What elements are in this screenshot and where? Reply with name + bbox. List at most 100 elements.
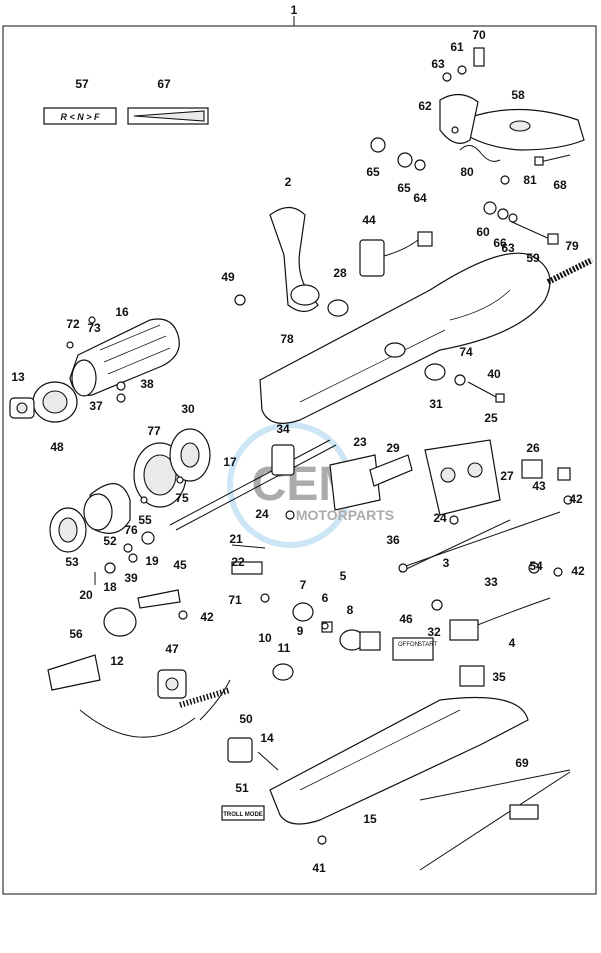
callout-35: 35 bbox=[492, 670, 506, 684]
part-33-cable bbox=[399, 511, 561, 569]
label-46-off: OFF bbox=[398, 642, 410, 648]
part-39-spring bbox=[128, 553, 138, 563]
part-19-bushing bbox=[141, 531, 155, 545]
part-34-clamp bbox=[271, 444, 295, 476]
callout-14: 14 bbox=[260, 731, 274, 745]
callout-42: 42 bbox=[571, 564, 585, 578]
part-63-washer-b bbox=[508, 213, 518, 223]
callout-77: 77 bbox=[147, 424, 161, 438]
callout-68: 68 bbox=[553, 178, 567, 192]
callout-66: 66 bbox=[493, 236, 507, 250]
part-50-troll-switch bbox=[227, 737, 253, 763]
part-38-washer bbox=[116, 381, 126, 391]
callout-76: 76 bbox=[124, 523, 138, 537]
part-42-screw-a bbox=[563, 495, 573, 505]
part-31-cap bbox=[424, 363, 446, 381]
part-8-main-switch bbox=[339, 629, 381, 651]
callout-45: 45 bbox=[173, 558, 187, 572]
callout-51: 51 bbox=[235, 781, 249, 795]
part-54-clip bbox=[528, 562, 540, 574]
part-48-end-cap bbox=[32, 381, 78, 423]
label-57-text: R < N > F bbox=[60, 112, 100, 122]
callout-59: 59 bbox=[526, 251, 540, 265]
callout-29: 29 bbox=[386, 441, 400, 455]
part-59-bolt bbox=[511, 221, 559, 245]
part-49-clip bbox=[234, 294, 246, 306]
callout-36: 36 bbox=[386, 533, 400, 547]
part-66-washer bbox=[497, 208, 509, 220]
part-71-screw bbox=[260, 593, 270, 603]
part-4-wire-harness bbox=[449, 597, 551, 641]
callout-31: 31 bbox=[429, 397, 443, 411]
callout-49: 49 bbox=[221, 270, 235, 284]
callout-24: 24 bbox=[255, 507, 269, 521]
label-51-text: TROLL MODE bbox=[223, 812, 263, 818]
assembly-number: 1 bbox=[291, 3, 298, 17]
callout-8: 8 bbox=[347, 603, 354, 617]
callout-46: 46 bbox=[399, 612, 413, 626]
part-16-grip bbox=[69, 318, 180, 397]
part-35-plate bbox=[459, 665, 485, 687]
part-10-lanyard bbox=[79, 679, 231, 738]
callout-72: 72 bbox=[66, 317, 80, 331]
part-78-tiller-arm bbox=[259, 252, 551, 424]
part-70-plate bbox=[473, 47, 485, 67]
callout-16: 16 bbox=[115, 305, 129, 319]
part-9-washer bbox=[321, 622, 329, 630]
part-77-ring bbox=[133, 442, 187, 508]
part-76-pin bbox=[176, 476, 184, 484]
assembly-frame bbox=[2, 25, 597, 895]
callout-60: 60 bbox=[476, 225, 490, 239]
part-12-stop-switch-cap bbox=[103, 607, 137, 637]
callout-57: 57 bbox=[75, 77, 89, 91]
callout-50: 50 bbox=[239, 712, 253, 726]
callout-37: 37 bbox=[89, 399, 103, 413]
part-22-plate bbox=[231, 561, 263, 575]
callout-67: 67 bbox=[157, 77, 171, 91]
callout-20: 20 bbox=[79, 588, 93, 602]
callout-23: 23 bbox=[353, 435, 367, 449]
part-63-washer-a bbox=[442, 72, 452, 82]
callout-39: 39 bbox=[124, 571, 138, 585]
label-46-on: ON bbox=[410, 642, 419, 648]
callout-54: 54 bbox=[529, 559, 543, 573]
callout-80: 80 bbox=[460, 165, 474, 179]
callout-64: 64 bbox=[413, 191, 427, 205]
part-73-pin bbox=[88, 316, 96, 324]
callout-43: 43 bbox=[532, 479, 546, 493]
part-37-screw bbox=[116, 393, 126, 403]
callout-4: 4 bbox=[509, 636, 516, 650]
callout-71: 71 bbox=[228, 593, 242, 607]
part-45-bracket bbox=[137, 589, 181, 609]
part-65-spacer-b bbox=[397, 152, 413, 168]
callout-25: 25 bbox=[484, 411, 498, 425]
part-41-screw bbox=[317, 835, 327, 845]
callout-65: 65 bbox=[366, 165, 380, 179]
part-24-screw-a bbox=[285, 510, 295, 520]
part-27-switch-box bbox=[424, 439, 501, 516]
callout-63: 63 bbox=[431, 57, 445, 71]
callout-58: 58 bbox=[511, 88, 525, 102]
callout-10: 10 bbox=[258, 631, 272, 645]
callout-62: 62 bbox=[418, 99, 432, 113]
callout-52: 52 bbox=[103, 534, 117, 548]
part-72-screw bbox=[66, 341, 74, 349]
part-13-friction-knob bbox=[9, 397, 35, 419]
label-46-start: START bbox=[418, 642, 437, 648]
callout-44: 44 bbox=[362, 213, 376, 227]
part-69-steering-rod bbox=[419, 769, 571, 871]
part-42-screw-b bbox=[178, 610, 188, 620]
part-64-washer bbox=[414, 159, 426, 171]
callout-28: 28 bbox=[333, 266, 347, 280]
part-29-link bbox=[369, 454, 413, 487]
part-68-bolt bbox=[534, 154, 571, 166]
part-44-stop-switch bbox=[359, 231, 433, 277]
part-58-bracket bbox=[467, 108, 585, 151]
callout-15: 15 bbox=[363, 812, 377, 826]
part-32-clip bbox=[431, 599, 443, 611]
callout-24: 24 bbox=[433, 511, 447, 525]
callout-73: 73 bbox=[87, 321, 101, 335]
